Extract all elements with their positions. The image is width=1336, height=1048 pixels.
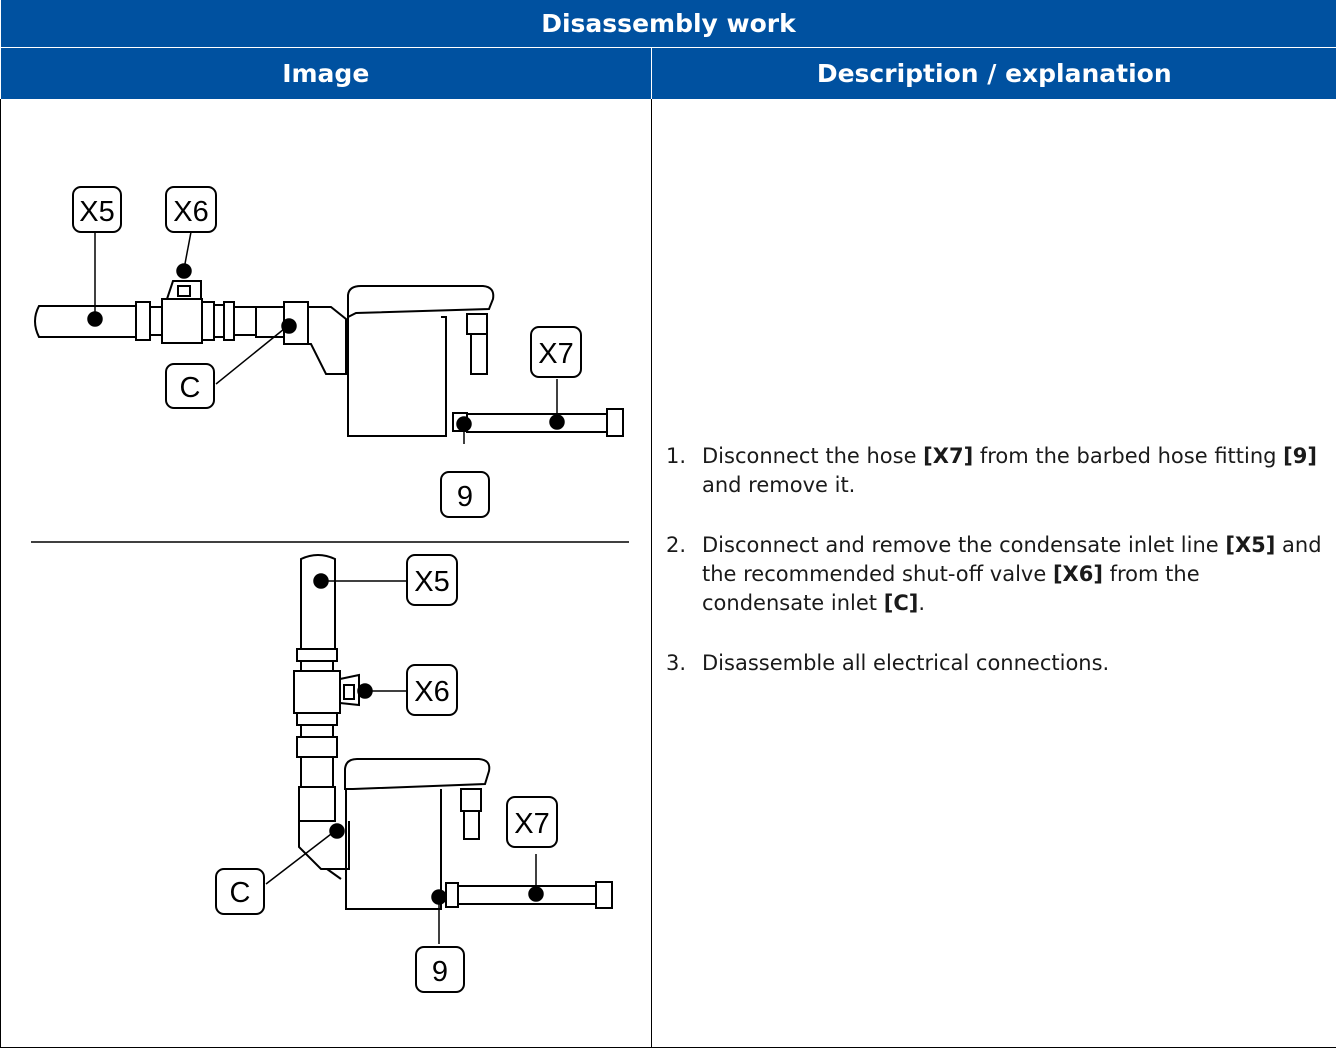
step-text: Disconnect and remove the condensate inl… [702,531,1326,618]
reference-tag: [9] [1283,444,1317,468]
step-number: 3. [666,651,687,675]
reference-tag: [X5] [1225,533,1276,557]
label-c-top: C [180,372,201,404]
label-x5-bottom: X5 [414,566,449,598]
label-x5-top: X5 [79,196,114,228]
reference-tag: [X6] [1052,562,1103,586]
label-x7-top: X7 [538,338,573,370]
step-text-part: Disassemble all electrical connections. [702,651,1110,675]
figure-area: X5 X6 C X7 9 X5 X6 C X7 9 [1,99,651,1047]
label-x6-bottom: X6 [414,676,449,708]
step-text-part: from the condensate inlet [702,562,1200,615]
label-9-bottom: 9 [432,956,448,988]
step-text-part: Disconnect the hose [702,444,924,468]
top-figure [34,280,624,437]
description-cell: 1. Disconnect the hose [X7] from the barb… [651,99,1336,1048]
step-text-part: Disconnect and remove the condensate inl… [702,533,1226,557]
step-number: 1. [666,444,687,468]
column-header-description: Description / explanation [651,47,1336,99]
column-header-image: Image [0,47,652,99]
label-9-top: 9 [457,481,473,513]
reference-tag: [C] [883,591,919,615]
label-c-bottom: C [230,877,251,909]
steps-list: 1. Disconnect the hose [X7] from the barb… [666,442,1326,709]
reference-tag: [X7] [923,444,974,468]
label-x7-bottom: X7 [514,808,549,840]
bottom-figure [293,554,613,910]
image-cell: X5 X6 C X7 9 X5 X6 C X7 9 [0,99,652,1048]
step-text-part: . [918,591,926,615]
table-title: Disassembly work [0,0,1336,48]
step-item: 1. Disconnect the hose [X7] from the barb… [666,442,1326,500]
assembly-drawing: X5 X6 C X7 9 X5 X6 C X7 9 [31,186,629,993]
label-x6-top: X6 [173,196,208,228]
step-text-part: and the recommended shut-off valve [702,533,1322,586]
step-number: 2. [666,533,687,557]
step-text: Disassemble all electrical connections. [702,649,1326,678]
step-item: 3. Disassemble all electrical connections… [666,649,1326,678]
step-text-part: from the barbed hose fitting [973,444,1284,468]
step-text-part: and remove it. [702,473,856,497]
step-item: 2. Disconnect and remove the condensate i… [666,531,1326,618]
step-text: Disconnect the hose [X7] from the barbed… [702,442,1326,500]
